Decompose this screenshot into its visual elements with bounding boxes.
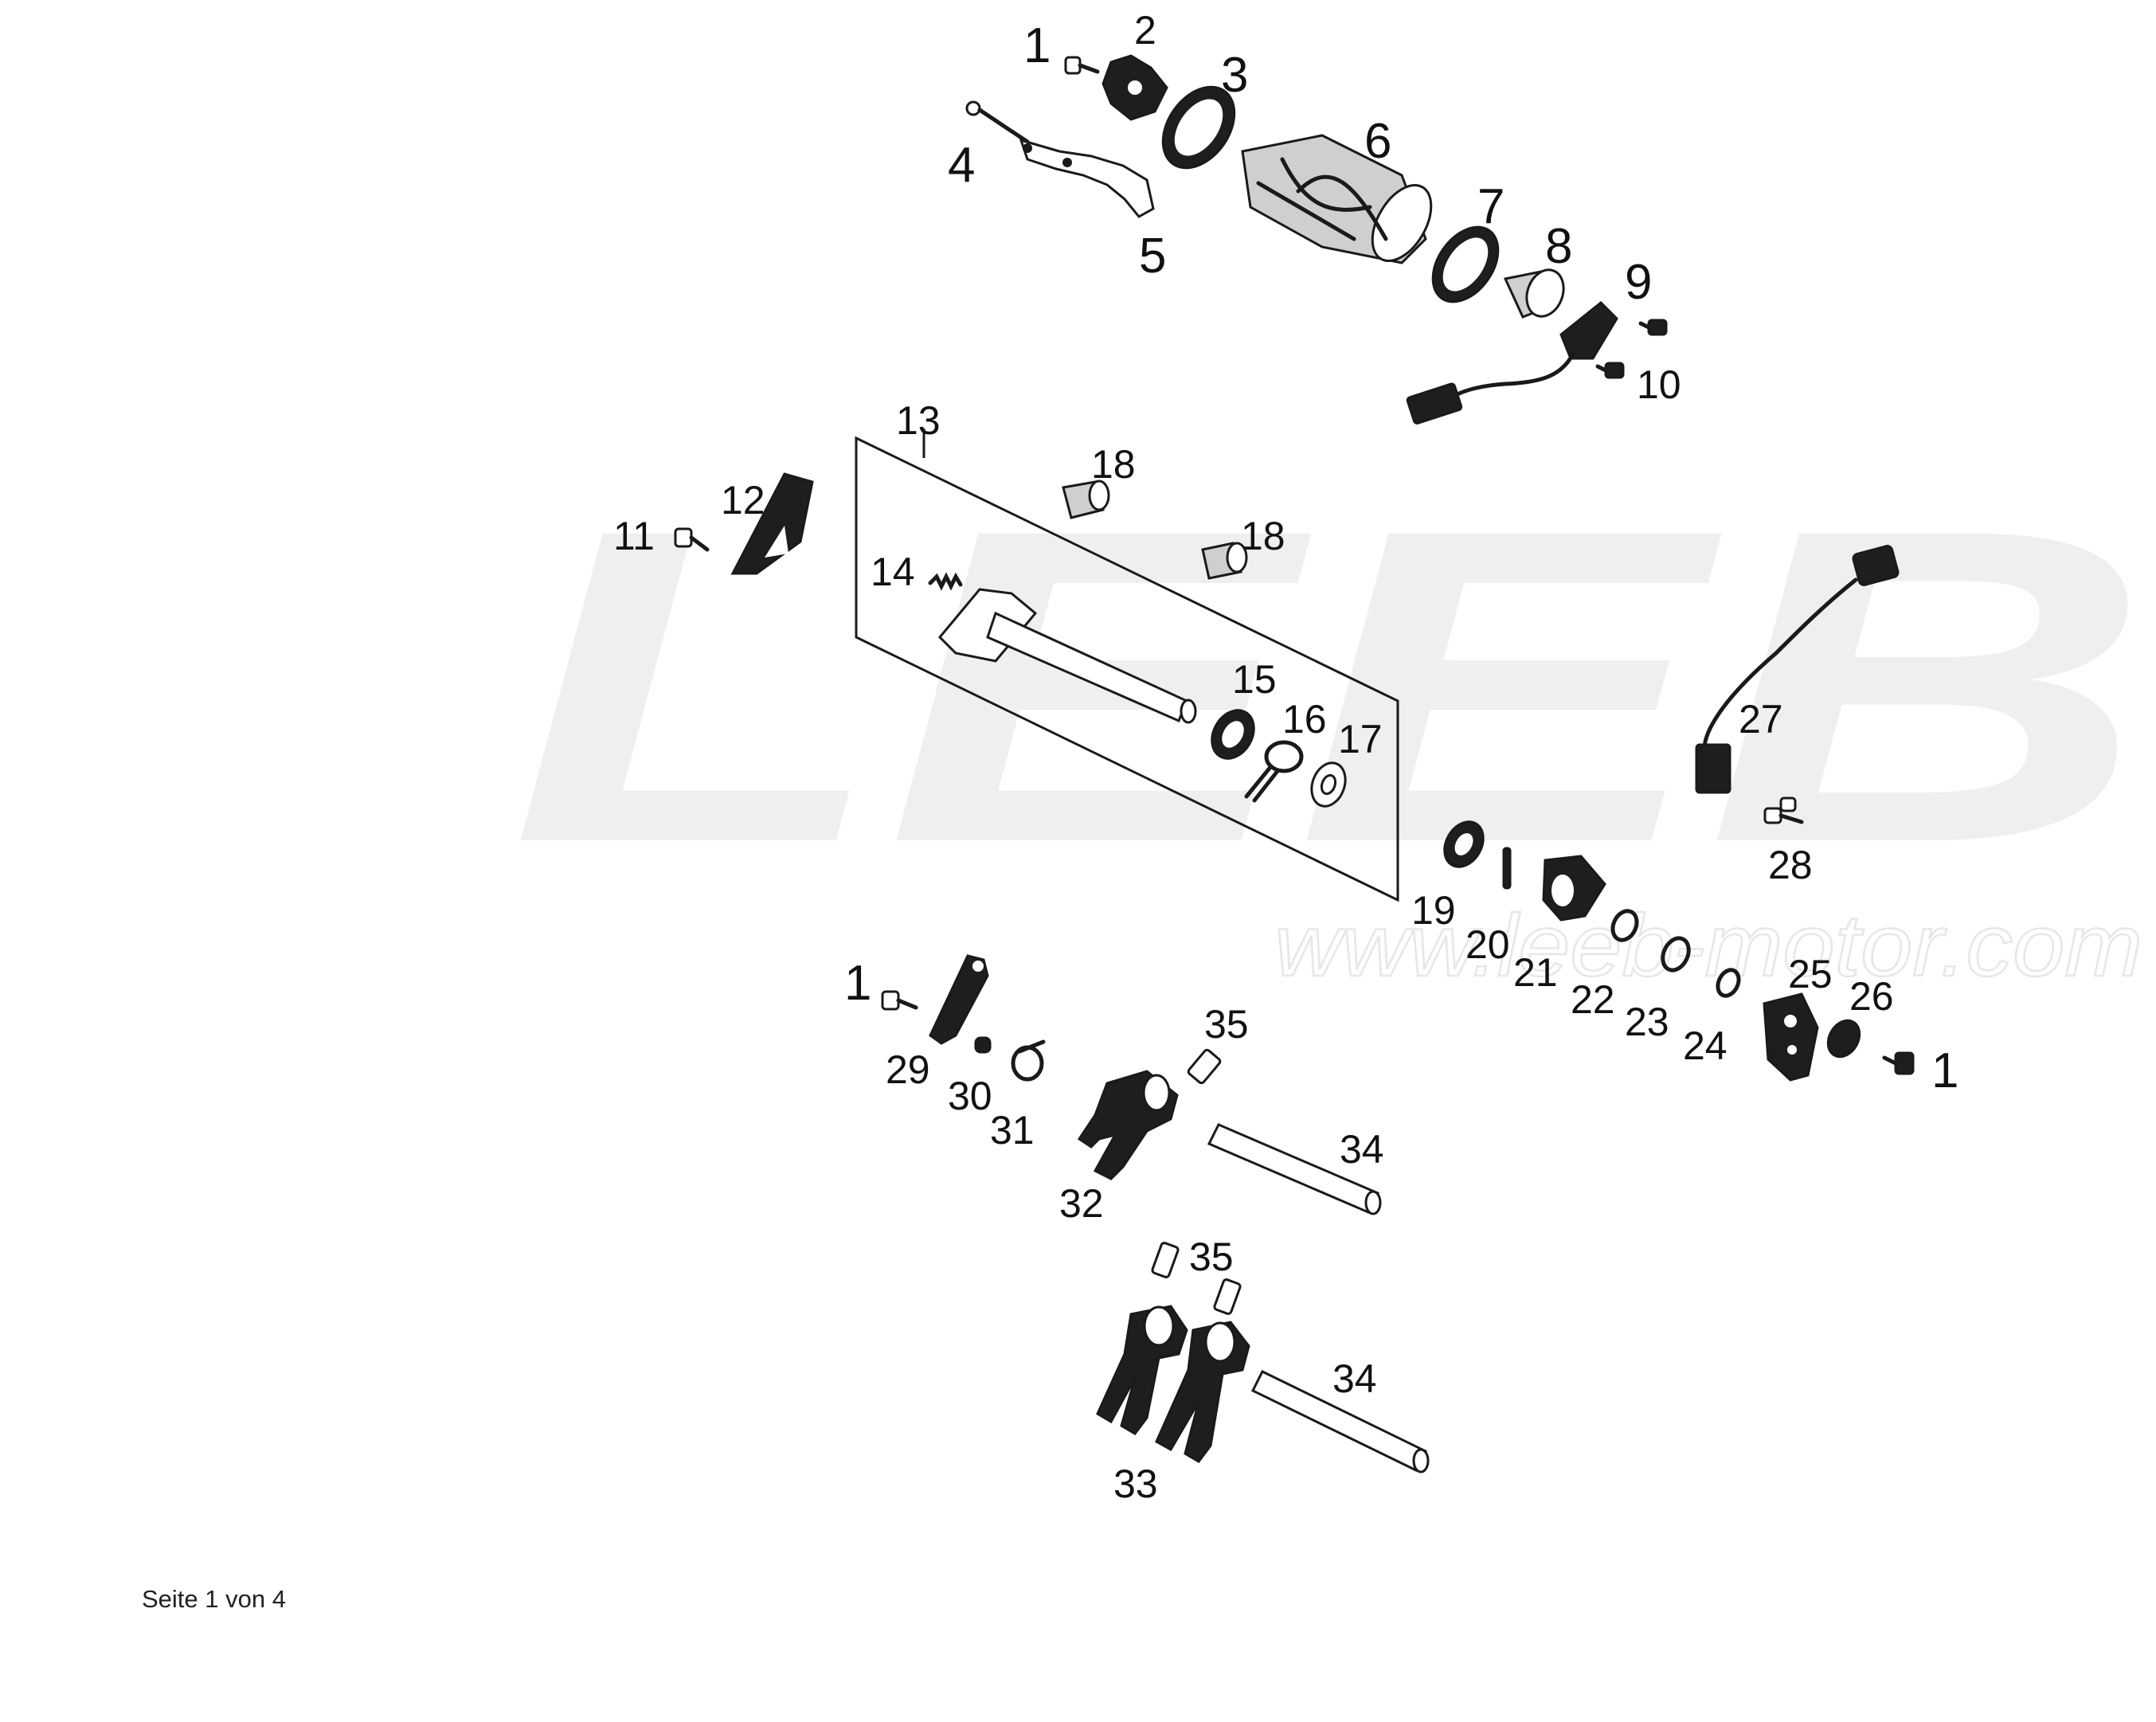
callout-5: 5 [1139,229,1166,284]
stopper-lever-part-5 [1019,138,1155,218]
callout-labels: 1 2 3 4 5 6 7 8 9 10 11 12 13 14 15 16 1… [613,8,1958,1506]
callout-11: 11 [613,514,655,558]
callout-23: 23 [1625,1000,1669,1044]
shift-shaft-group [674,429,1399,902]
callout-9: 9 [1625,255,1652,310]
callout-18-b: 18 [1241,514,1285,558]
shift-drum-part-6 [1241,134,1433,264]
callout-26: 26 [1849,974,1894,1019]
bolt-part-1-right [1882,1051,1915,1075]
pin-part-35-bottom-b [1213,1278,1242,1315]
callout-7: 7 [1477,179,1505,234]
fork-rod-part-34-bottom [1250,1370,1430,1473]
callout-12: 12 [721,478,765,522]
circlip-part-22 [1610,909,1639,942]
page-footer-label: Seite 1 von 4 [142,1585,286,1613]
callout-28: 28 [1768,843,1813,887]
callout-15: 15 [1232,657,1277,702]
roller-part-30 [974,1036,992,1054]
callout-29: 29 [886,1047,930,1092]
callout-16: 16 [1282,697,1327,742]
callout-20: 20 [1465,922,1510,967]
callout-1-right: 1 [1931,1043,1958,1098]
pin-part-20 [1502,847,1512,890]
bolt-part-9-10 [1595,319,1668,379]
callout-33: 33 [1113,1462,1158,1506]
callout-1-top: 1 [1023,18,1051,73]
callout-21: 21 [1513,950,1558,995]
bushing-part-18-a [1062,479,1110,519]
spring-part-31 [1011,1039,1046,1082]
callout-17: 17 [1338,717,1383,761]
callout-19: 19 [1411,888,1456,933]
bolt-part-11 [674,527,710,552]
callout-35-bottom: 35 [1189,1235,1234,1279]
callout-14: 14 [871,550,915,594]
collar-part-26 [1826,1019,1861,1059]
shift-cam-part-21 [1542,855,1606,922]
callout-6: 6 [1364,114,1391,169]
fork-rod-part-34-top [1207,1123,1382,1215]
callout-22: 22 [1571,977,1615,1022]
spring-clip-part-16 [1244,740,1304,803]
callout-3: 3 [1221,48,1248,103]
callout-34-top: 34 [1340,1127,1384,1172]
shift-cam-group [1443,545,1915,1082]
shift-fork-part-32 [1077,1070,1179,1180]
callout-13: 13 [896,398,941,443]
pin-part-4 [965,100,1030,144]
callout-8: 8 [1545,219,1572,274]
callout-35-top: 35 [1204,1002,1249,1047]
bearing-part-8 [1503,268,1565,319]
callout-2: 2 [1134,8,1156,53]
ring-part-3 [1161,85,1236,170]
bearing-part-19 [1443,820,1485,868]
callout-25: 25 [1788,952,1833,996]
star-segment-part-2 [1101,54,1168,121]
bracket-part-12 [730,472,814,575]
ring-part-24 [1716,968,1741,998]
shift-fork-part-33-right [1155,1321,1250,1463]
washer-part-23 [1661,936,1691,973]
callout-24: 24 [1683,1023,1728,1068]
bolt-part-1-top [1064,56,1100,75]
callout-10: 10 [1637,362,1681,407]
callout-34-bottom: 34 [1332,1356,1377,1401]
callout-32: 32 [1059,1181,1104,1226]
bolt-part-1-lower [881,990,918,1011]
shift-fork-part-33-left [1096,1305,1188,1435]
callout-31: 31 [990,1108,1035,1153]
pin-part-35-bottom-a [1151,1242,1180,1278]
watermark-url: www.leeb-motor.com [1274,897,2142,995]
washer-part-17 [1310,761,1347,808]
bushing-part-18-b [1201,542,1248,580]
shift-drum-group [965,54,1668,425]
shift-shaft [937,588,1197,724]
shift-fork-group [881,954,1430,1473]
pin-part-35-top [1187,1048,1222,1085]
sensor-cable-part-27 [1695,545,1900,794]
callout-4: 4 [948,138,975,193]
shift-lever-part-25 [1763,992,1819,1082]
callout-18-a: 18 [1091,442,1136,487]
callout-30: 30 [948,1074,992,1118]
spring-part-14 [928,572,963,591]
lever-part-29 [929,954,989,1045]
callout-1-lower: 1 [844,956,871,1011]
callout-27: 27 [1739,697,1783,742]
sensor-part-9 [1406,300,1618,425]
bolt-part-28 [1763,796,1804,824]
ring-part-7 [1431,225,1500,303]
shift-shaft-frame [855,436,1399,902]
oil-seal-part-15 [1211,709,1255,760]
